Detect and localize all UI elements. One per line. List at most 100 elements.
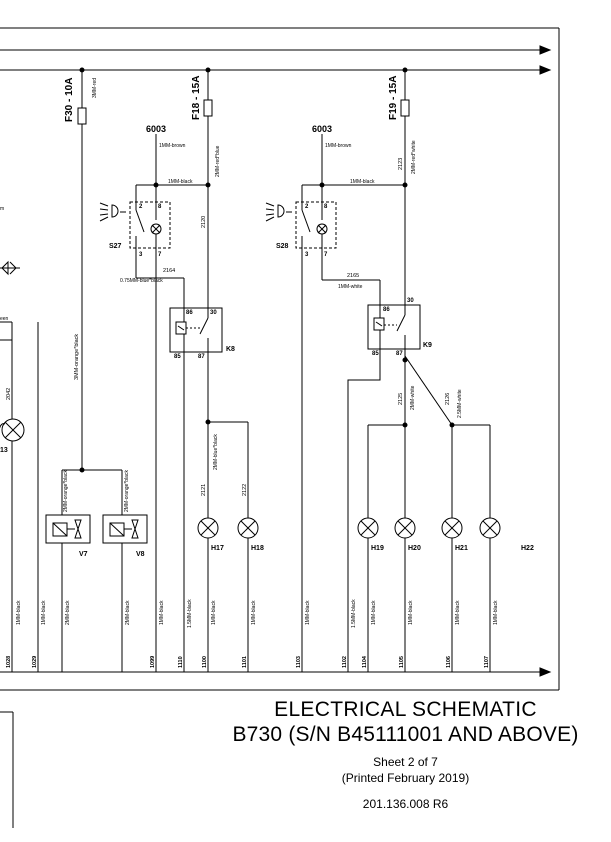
- switch-s28-wire-bottom: 1MM-white: [338, 284, 363, 290]
- valve-v8: V8 2MM-orange*black: [102, 470, 148, 672]
- wire-25mm-white-label: 2.5MM-white: [457, 389, 463, 418]
- fuse-f19-wire: 2MM-red*white: [411, 140, 417, 174]
- wire-s27-k8: 2164 0.75MM-blue*black: [120, 268, 185, 672]
- lamp-h21-label: H21: [455, 545, 468, 552]
- wire-2120-label: 2120: [201, 216, 207, 228]
- lamp-h17-label: H17: [211, 545, 224, 552]
- switch-s27-pin-7: 7: [158, 252, 162, 258]
- switch-s27-pin-8: 8: [158, 204, 162, 210]
- headlight-icon: [99, 202, 126, 222]
- fuse-f19: F19 - 15A 2123 2MM-red*white: [388, 67, 417, 300]
- document-number: 201.136.008 R6: [362, 797, 449, 811]
- wire-2165-label: 2165: [347, 273, 359, 279]
- switch-s27-pin-2: 2: [139, 204, 143, 210]
- frame-border: [0, 27, 560, 828]
- wire-2122-label: 2122: [242, 484, 248, 496]
- power-bus: [0, 45, 552, 75]
- title-block: ELECTRICAL SCHEMATIC B730 (S/N B45111001…: [200, 698, 611, 812]
- fuse-f19-num: 2123: [398, 158, 404, 170]
- ground-number: 1029: [32, 656, 38, 668]
- ground-number: 1106: [446, 656, 452, 668]
- ground-wire-label: 1.5MM-black: [351, 599, 357, 628]
- ground-wire-label: 2MM-black: [65, 600, 71, 625]
- switch-s27-wire-bottom: 0.75MM-blue*black: [120, 278, 163, 284]
- ground-wire-label: 1MM-black: [159, 600, 165, 625]
- wire-s28-k9: 2165 1MM-white: [301, 268, 381, 672]
- node-6003-a: 6003 1MM-brown 1MM-black: [136, 124, 211, 188]
- schematic-title: ELECTRICAL SCHEMATIC: [274, 698, 537, 721]
- ground-wire-label: 1MM-black: [408, 600, 414, 625]
- valve-v8-label: V8: [136, 551, 145, 558]
- switch-s28-pin-3: 3: [305, 252, 309, 258]
- wire-2164-label: 2164: [163, 268, 175, 274]
- ground-number: 1101: [242, 656, 248, 668]
- headlight-icon: [265, 202, 292, 222]
- fuse-f18: F18 - 15A 2MM-red*blue: [191, 67, 221, 300]
- ground-number: 1099: [150, 656, 156, 668]
- wire-2mm-blue-label: 2MM-blue*black: [213, 434, 219, 470]
- relay-k8-label: K8: [226, 346, 235, 353]
- lamp-h22-label: H22: [521, 545, 534, 552]
- valve-v7-label: V7: [79, 551, 88, 558]
- fuse-f18-wire: 2MM-red*blue: [215, 145, 221, 177]
- relay-k8-pin-86: 86: [186, 310, 193, 316]
- lamp-h13: 13: [0, 418, 25, 454]
- switch-s28-pin-2: 2: [305, 204, 309, 210]
- ground-number: 1107: [484, 656, 490, 668]
- wire-2121-label: 2121: [201, 484, 207, 496]
- node-6003-a-label: 6003: [146, 124, 166, 134]
- k8-outputs: 2121 2MM-blue*black 2122: [183, 360, 249, 672]
- ground-number: 1028: [6, 656, 12, 668]
- relay-k9-label: K9: [423, 342, 432, 349]
- wire-3mm-orange-label: 3MM-orange*black: [74, 334, 80, 380]
- wire-2126-label: 2126: [445, 393, 451, 405]
- ground-numbers: 1028 1029 1099 1110 1100 1101 1103 1102 …: [6, 655, 490, 668]
- relay-k8-pin-30: 30: [210, 310, 217, 316]
- switch-s28-label: S28: [276, 243, 289, 250]
- ground-wire-label: 1MM-black: [371, 600, 377, 625]
- ground-number: 1100: [202, 656, 208, 668]
- relay-k8-pin-87: 87: [198, 354, 205, 360]
- ground-number: 1105: [399, 656, 405, 668]
- ground-bus: [0, 667, 552, 677]
- lamp-h18-label: H18: [251, 545, 264, 552]
- ground-wire-label: 1MM-black: [251, 600, 257, 625]
- switch-s27-wire-top: 1MM-black: [168, 179, 193, 185]
- fuse-f30-label: F30 - 10A: [64, 78, 75, 122]
- fuse-f19-label: F19 - 15A: [388, 76, 399, 120]
- frag-een: een: [0, 316, 9, 322]
- switch-s28-pin-7: 7: [324, 252, 328, 258]
- lamp-h13-label: 13: [0, 447, 8, 454]
- lamp-h22: H22: [479, 517, 534, 672]
- valve-v8-wire: 2MM-orange*black: [124, 470, 130, 512]
- wire-2125-label: 2125: [398, 393, 404, 405]
- relay-k9-pin-87: 87: [396, 351, 403, 357]
- ground-wire-label: 1MM-black: [493, 600, 499, 625]
- frag-m: m: [0, 206, 4, 212]
- relay-k9: 86 30 85 87 K9: [367, 298, 432, 357]
- relay-k8: 86 30 85 87 K8: [169, 300, 235, 360]
- ground-wire-labels: 1MM-black 1MM-black 2MM-black 2MM-black …: [16, 599, 499, 628]
- node-6003-b-label: 6003: [312, 124, 332, 134]
- lamp-h20: H20: [394, 517, 421, 672]
- k9-outputs: 2125 2MM-white 2126 2.5MM-white: [347, 355, 491, 672]
- fuse-f30-wire: 3MM-red: [92, 78, 98, 98]
- switch-s27: 2 8 3 7 S27: [99, 185, 171, 268]
- left-partial: [0, 260, 39, 672]
- model-title: B730 (S/N B45111001 AND ABOVE): [232, 723, 579, 746]
- fuse-f30: F30 - 10A 3MM-red: [64, 67, 98, 470]
- lamp-h17: H17: [197, 517, 224, 672]
- wire-2mm-white-label: 2MM-white: [410, 385, 416, 410]
- valve-v7-wire: 2MM-orange*black: [63, 470, 69, 512]
- valve-v7: V7 2MM-orange*black: [45, 470, 91, 672]
- lamp-h18: H18: [237, 517, 264, 672]
- node-6003-b-wire: 1MM-brown: [325, 143, 352, 149]
- relay-k9-pin-30: 30: [407, 298, 414, 304]
- switch-s28: 2 8 3 7 S28: [265, 185, 337, 268]
- ground-wire-label: 1MM-black: [455, 600, 461, 625]
- ground-wire-label: 1MM-black: [211, 600, 217, 625]
- ground-number: 1102: [342, 656, 348, 668]
- relay-k8-pin-85: 85: [174, 354, 181, 360]
- relay-k9-pin-85: 85: [372, 351, 379, 357]
